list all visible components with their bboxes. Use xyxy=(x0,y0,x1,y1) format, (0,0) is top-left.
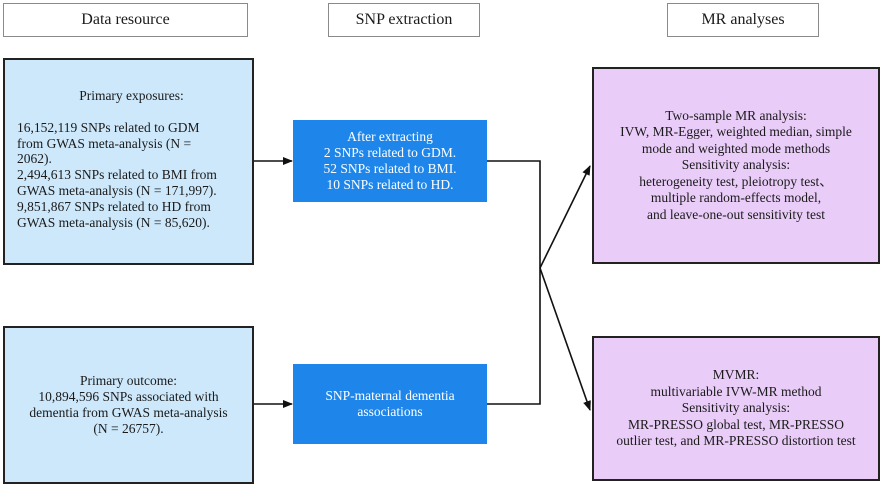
mvmr-line-2: multivariable IVW-MR method xyxy=(650,383,822,399)
two-sample-line-3: mode and weighted mode methods xyxy=(641,140,831,156)
arrow-junction-to-two-sample xyxy=(539,165,591,269)
exposures-line-5: GWAS meta-analysis (N = 171,997). xyxy=(17,182,217,198)
extract-line-3: 52 SNPs related to BMI. xyxy=(323,161,457,176)
header-snp-extraction: SNP extraction xyxy=(328,3,480,37)
outcome-line-2: 10,894,596 SNPs associated with xyxy=(38,389,219,404)
two-sample-line-7: and leave-one-out sensitivity test xyxy=(646,206,826,222)
header-snp-extraction-label: SNP extraction xyxy=(355,11,453,28)
extract-line-2: 2 SNPs related to GDM. xyxy=(323,145,457,160)
mvmr-line-3: Sensitivity analysis: xyxy=(681,400,791,416)
primary-exposures-title: Primary exposures: xyxy=(79,88,184,103)
header-mr-analyses-label: MR analyses xyxy=(701,11,785,28)
outcome-line-1: Primary outcome: xyxy=(79,373,178,388)
assoc-line-2: associations xyxy=(357,404,423,419)
exposures-line-4: 2,494,613 SNPs related to BMI from xyxy=(17,167,217,183)
extract-line-4: 10 SNPs related to HD. xyxy=(326,177,454,192)
connector-extraction-to-junction xyxy=(487,160,541,270)
two-sample-line-4: Sensitivity analysis: xyxy=(681,157,791,173)
outcome-line-3: dementia from GWAS meta-analysis xyxy=(29,405,228,420)
exposures-line-1: 16,152,119 SNPs related to GDM xyxy=(17,119,200,135)
primary-outcome-box: Primary outcome: 10,894,596 SNPs associa… xyxy=(3,326,254,484)
mvmr-line-5: outlier test, and MR-PRESSO distortion t… xyxy=(616,433,856,449)
primary-exposures-box: Primary exposures: 16,152,119 SNPs relat… xyxy=(3,58,254,265)
exposures-line-7: GWAS meta-analysis (N = 85,620). xyxy=(17,214,210,230)
outcome-line-4: (N = 26757). xyxy=(93,421,164,436)
exposures-line-3: 2062). xyxy=(17,151,52,167)
snp-extraction-result-box: After extracting 2 SNPs related to GDM. … xyxy=(293,120,487,202)
connector-associations-to-junction xyxy=(487,270,541,405)
extract-line-1: After extracting xyxy=(347,129,433,144)
mvmr-line-1: MVMR: xyxy=(712,367,760,383)
header-data-resource: Data resource xyxy=(3,3,248,37)
mvmr-line-4: MR-PRESSO global test, MR-PRESSO xyxy=(627,416,845,432)
arrow-junction-to-mvmr xyxy=(539,267,591,411)
header-mr-analyses: MR analyses xyxy=(667,3,819,37)
two-sample-line-2: IVW, MR-Egger, weighted median, simple xyxy=(620,124,852,140)
two-sample-line-1: Two-sample MR analysis: xyxy=(665,107,807,123)
header-data-resource-label: Data resource xyxy=(81,11,170,28)
two-sample-line-6: multiple random-effects model, xyxy=(650,190,822,206)
snp-dementia-associations-box: SNP-maternal dementia associations xyxy=(293,364,487,444)
two-sample-line-5: heterogeneity test, pleiotropy test、 xyxy=(639,173,833,189)
exposures-line-6: 9,851,867 SNPs related to HD from xyxy=(17,198,211,214)
mvmr-box: MVMR: multivariable IVW-MR method Sensit… xyxy=(592,336,880,481)
assoc-line-1: SNP-maternal dementia xyxy=(325,388,455,403)
exposures-line-2: from GWAS meta-analysis (N = xyxy=(17,135,192,151)
two-sample-mr-box: Two-sample MR analysis: IVW, MR-Egger, w… xyxy=(592,67,880,264)
